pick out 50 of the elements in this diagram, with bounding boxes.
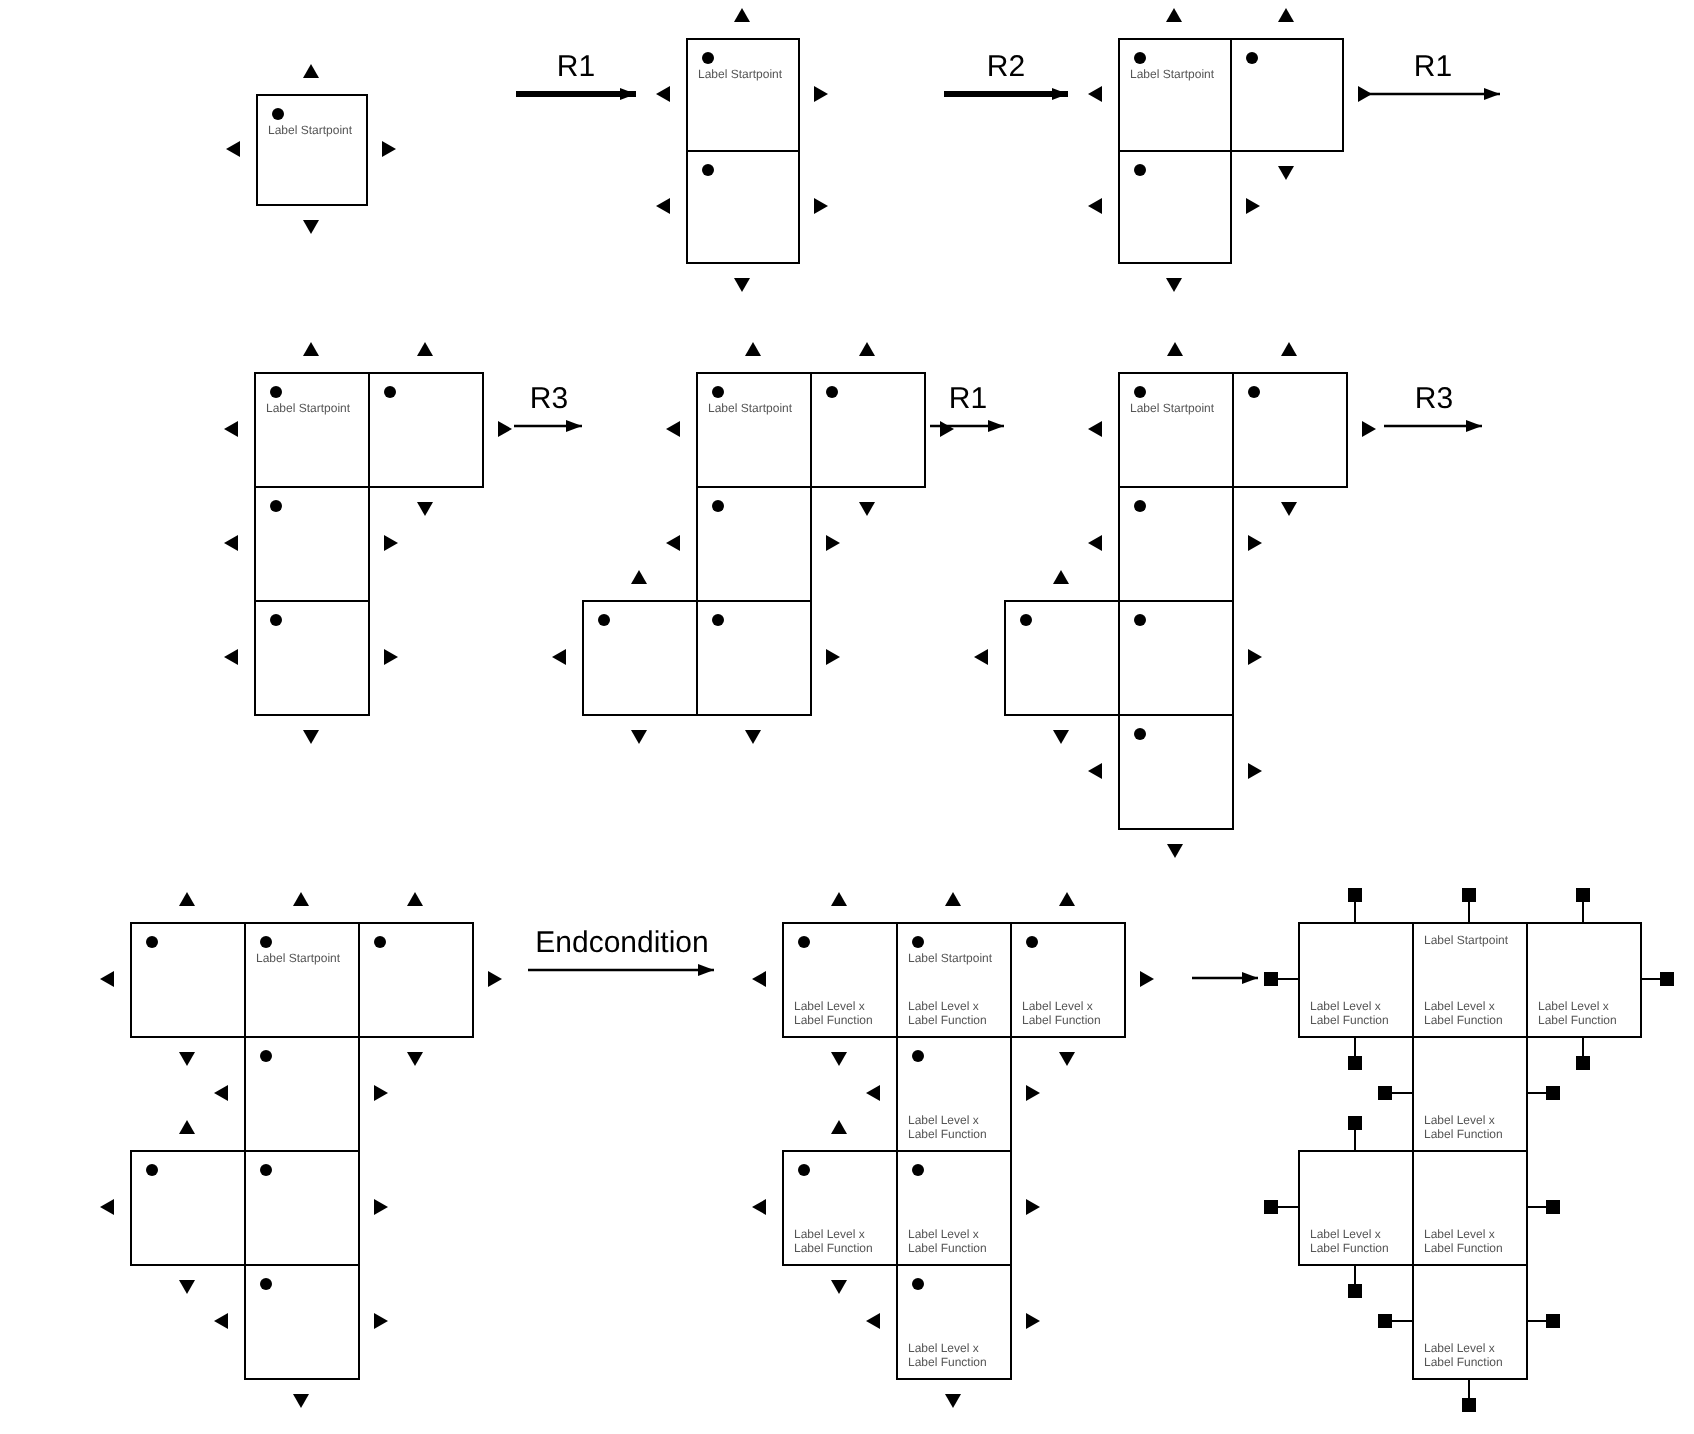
grid-cell <box>130 1150 246 1266</box>
arrow <box>516 88 636 100</box>
grid-cell <box>810 372 926 488</box>
grid-cell <box>1118 38 1232 152</box>
grid-cell <box>368 372 484 488</box>
arrow <box>528 964 714 976</box>
edge-label: R2 <box>986 50 1026 84</box>
grid-cell <box>1118 150 1232 264</box>
arrow <box>514 420 582 432</box>
arrow <box>930 420 1004 432</box>
arrow <box>944 88 1068 100</box>
grid-cell <box>686 38 800 152</box>
grid-cell <box>1118 372 1234 488</box>
grid-cell <box>582 600 698 716</box>
arrow <box>1192 972 1258 984</box>
arrow <box>1364 88 1500 100</box>
grid-cell <box>696 600 812 716</box>
edge-label: R3 <box>529 382 569 416</box>
grid-cell <box>1526 922 1642 1038</box>
grid-cell <box>1118 486 1234 602</box>
grid-cell <box>1412 1264 1528 1380</box>
edge-label: R1 <box>556 50 596 84</box>
grid-cell <box>896 1036 1012 1152</box>
grid-cell <box>254 600 370 716</box>
edge-label: R3 <box>1414 382 1454 416</box>
grid-cell <box>1004 600 1120 716</box>
edge-label: Endcondition <box>535 926 709 960</box>
grid-cell <box>244 1036 360 1152</box>
grid-cell <box>1010 922 1126 1038</box>
grid-cell <box>1298 922 1414 1038</box>
grid-cell <box>696 372 812 488</box>
grid-cell <box>896 1264 1012 1380</box>
grid-cell <box>244 1264 360 1380</box>
grid-cell <box>1412 1036 1528 1152</box>
grid-cell <box>256 94 368 206</box>
grid-cell <box>1118 714 1234 830</box>
grid-cell <box>254 372 370 488</box>
edge-label: R1 <box>1413 50 1453 84</box>
grid-cell <box>254 486 370 602</box>
grid-cell <box>782 922 898 1038</box>
edge-label: R1 <box>948 382 988 416</box>
grid-cell <box>358 922 474 1038</box>
grid-cell <box>130 922 246 1038</box>
grid-cell <box>1298 1150 1414 1266</box>
grid-cell <box>686 150 800 264</box>
grid-cell <box>782 1150 898 1266</box>
arrow <box>1384 420 1482 432</box>
grid-cell <box>696 486 812 602</box>
grid-cell <box>1230 38 1344 152</box>
grid-cell <box>1232 372 1348 488</box>
